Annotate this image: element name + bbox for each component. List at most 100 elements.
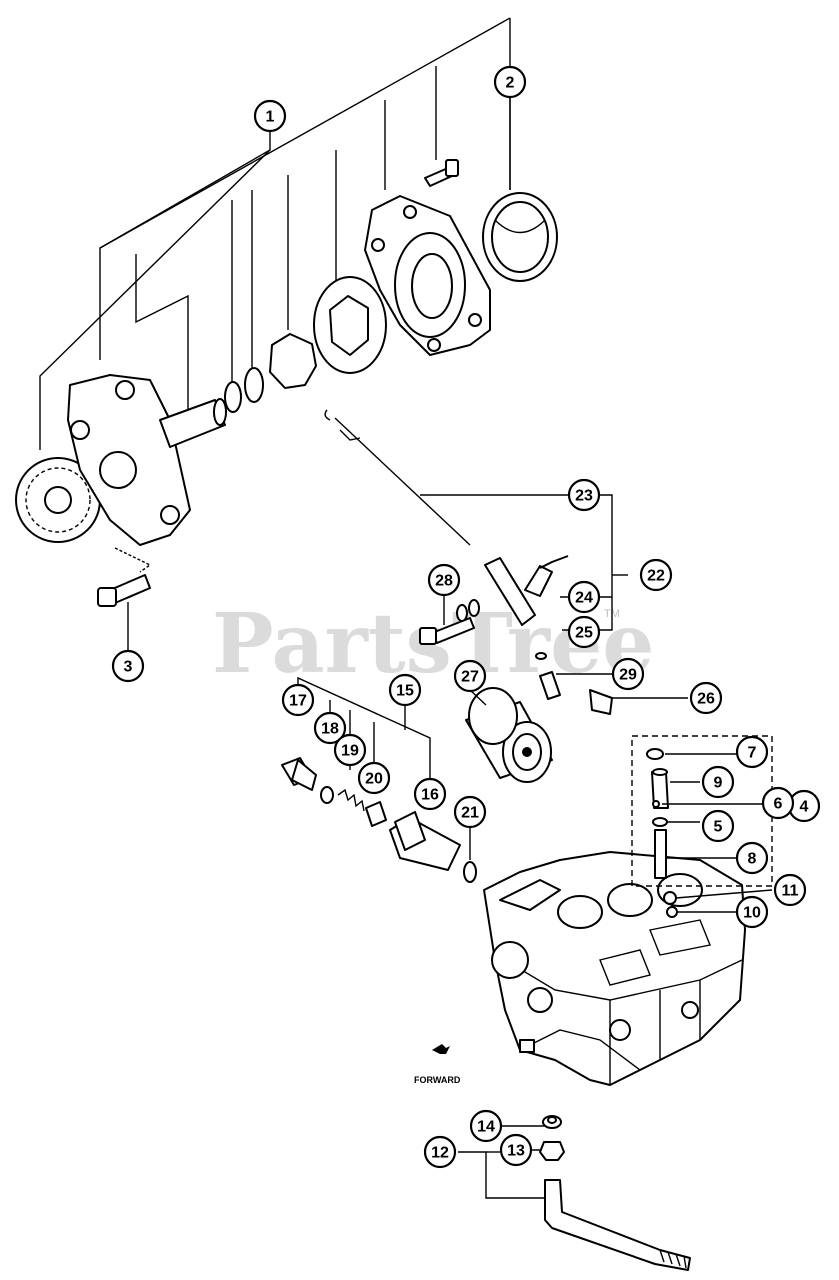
callout-bubble	[253, 99, 287, 133]
callout-number: 26	[697, 691, 715, 708]
callout-bubble	[427, 563, 461, 597]
callout-bubble	[111, 649, 145, 683]
callout-number: 6	[774, 796, 783, 813]
callout-bubble	[689, 681, 723, 715]
outer-rotor	[313, 276, 387, 374]
callout-number: 27	[461, 669, 479, 686]
callout-11: 11	[773, 873, 807, 907]
pump-mount-bolt	[97, 547, 152, 650]
callout-29: 29	[611, 657, 645, 691]
oil-pump-leaders	[39, 17, 511, 450]
callout-bubble	[567, 580, 601, 614]
pump-shaft	[159, 398, 227, 448]
callout-number: 15	[396, 683, 414, 700]
callout-bubble	[493, 65, 527, 99]
forward-label: FORWARD	[414, 1075, 461, 1085]
callout-number: 8	[748, 851, 757, 868]
pump-body	[67, 374, 191, 546]
callout-21: 21	[453, 795, 487, 829]
block-fittings	[663, 889, 773, 918]
cover-bolt	[424, 159, 459, 187]
callout-number: 1	[266, 109, 275, 126]
pump-cover	[364, 195, 491, 356]
callout-bubble	[735, 895, 769, 929]
callout-number: 9	[714, 775, 723, 792]
callout-bubble	[735, 841, 769, 875]
callout-number: 25	[575, 625, 593, 642]
oil-filter	[465, 687, 553, 783]
callout-25: 25	[567, 615, 601, 649]
callout-15: 15	[388, 673, 422, 707]
callout-number: 14	[477, 1119, 495, 1136]
inner-rotor	[269, 333, 317, 389]
callout-number: 7	[748, 745, 757, 762]
callout-9: 9	[701, 765, 735, 799]
callout-bubble	[453, 795, 487, 829]
callout-number: 19	[341, 743, 359, 760]
callout-20: 20	[357, 761, 391, 795]
callout-bubble	[567, 478, 601, 512]
callout-bubble	[701, 765, 735, 799]
pump-gasket	[482, 192, 558, 282]
callout-bubble	[357, 761, 391, 795]
callout-number: 3	[124, 659, 133, 676]
callout-bubble	[453, 659, 487, 693]
callout-28: 28	[427, 563, 461, 597]
drain-pipe-assembly	[458, 1115, 691, 1271]
callout-number: 21	[461, 805, 479, 822]
callout-bubble	[701, 809, 735, 843]
callout-bubble	[567, 615, 601, 649]
pump-drive-gear	[15, 457, 101, 543]
callout-bubble	[639, 558, 673, 592]
callout-2: 2	[493, 65, 527, 99]
callout-17: 17	[281, 683, 315, 717]
callout-bubble	[281, 683, 315, 717]
callout-bubble	[313, 711, 347, 745]
callout-number: 16	[421, 787, 439, 804]
forward-indicator: FORWARD	[414, 1044, 461, 1085]
dipstick-assembly	[324, 409, 628, 660]
callout-number: 13	[507, 1143, 525, 1160]
callout-bubble	[735, 735, 769, 769]
callout-26: 26	[689, 681, 723, 715]
callout-number: 23	[575, 488, 593, 505]
callout-3: 3	[111, 649, 145, 683]
callout-number: 11	[782, 883, 799, 900]
callout-1: 1	[253, 99, 287, 133]
callout-5: 5	[701, 809, 735, 843]
engine-block	[483, 851, 746, 1086]
callout-bubble	[773, 873, 807, 907]
callout-number: 10	[743, 905, 761, 922]
callout-number: 22	[647, 568, 665, 585]
oil-pressure-switch	[589, 689, 688, 715]
callout-12: 12	[423, 1135, 457, 1169]
callout-bubble	[388, 673, 422, 707]
callout-number: 4	[800, 799, 809, 816]
callout-23: 23	[567, 478, 601, 512]
oil-pipe-plug	[539, 671, 612, 700]
callout-number: 20	[365, 771, 383, 788]
callout-number: 18	[321, 721, 339, 738]
callout-bubble	[423, 1135, 457, 1169]
callout-24: 24	[567, 580, 601, 614]
pump-rings	[224, 367, 264, 413]
callout-8: 8	[735, 841, 769, 875]
callout-27: 27	[453, 659, 487, 693]
callout-19: 19	[333, 733, 367, 767]
callout-16: 16	[413, 777, 447, 811]
callout-number: 17	[289, 693, 307, 710]
callout-number: 28	[435, 573, 453, 590]
relief-valve-group	[281, 676, 477, 883]
callout-bubble	[413, 777, 447, 811]
callout-bubble	[611, 657, 645, 691]
callout-bubble	[761, 786, 795, 820]
callout-14: 14	[469, 1109, 503, 1143]
callout-bubble	[469, 1109, 503, 1143]
callout-number: 12	[431, 1145, 449, 1162]
callout-number: 29	[619, 667, 637, 684]
callout-6: 6	[761, 786, 795, 820]
callout-number: 5	[714, 819, 723, 836]
callout-18: 18	[313, 711, 347, 745]
